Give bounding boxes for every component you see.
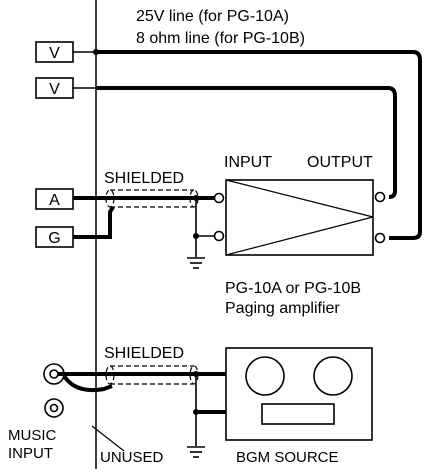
bgm-source-label: BGM SOURCE — [236, 449, 339, 466]
terminal-a-label: A — [49, 192, 60, 209]
terminal-v2-label: V — [49, 81, 60, 98]
bgm-source-device — [225, 347, 373, 441]
input-terminal-top — [213, 192, 225, 204]
rca-jack-unused — [44, 398, 64, 418]
shielded-label-top: SHIELDED — [104, 170, 184, 187]
shielded-label-bottom: SHIELDED — [104, 345, 184, 362]
output-label: OUTPUT — [307, 154, 373, 171]
shield-outline-top — [105, 189, 199, 208]
header-line-2: 8 ohm line (for PG-10B) — [136, 30, 305, 47]
bgm-shield-wire — [62, 374, 113, 393]
music-input-label-1: MUSIC — [8, 427, 57, 444]
amplifier-model: PG-10A or PG-10B — [225, 280, 361, 297]
terminal-v1: V — [35, 41, 74, 63]
wire-junction-dot — [93, 49, 99, 55]
terminal-v2: V — [35, 77, 74, 99]
paging-amplifier — [213, 179, 386, 256]
tape-reel-left — [245, 356, 285, 396]
ground-symbol-2 — [187, 446, 205, 458]
output-terminal-bottom — [374, 232, 386, 244]
input-label: INPUT — [224, 154, 272, 171]
ground-symbol-1 — [187, 257, 205, 269]
shield-outline-bottom — [105, 365, 199, 385]
header-line-1: 25V line (for PG-10A) — [136, 8, 289, 25]
terminal-a: A — [35, 188, 74, 210]
output-terminal-top — [374, 191, 386, 203]
music-input-label-2: INPUT — [8, 445, 53, 462]
tape-reel-right — [313, 356, 353, 396]
input-terminal-bottom — [213, 230, 225, 242]
amplifier-description: Paging amplifier — [225, 300, 340, 317]
speaker-wire-1 — [96, 50, 422, 240]
terminal-g-label: G — [48, 230, 60, 247]
unused-pointer-line — [91, 425, 125, 452]
terminal-g: G — [35, 226, 74, 248]
unused-label: UNUSED — [100, 449, 164, 466]
terminal-v1-label: V — [49, 45, 60, 62]
speaker-wire-2 — [96, 86, 397, 199]
tape-window — [261, 403, 335, 425]
g-shield-wire — [73, 205, 115, 239]
